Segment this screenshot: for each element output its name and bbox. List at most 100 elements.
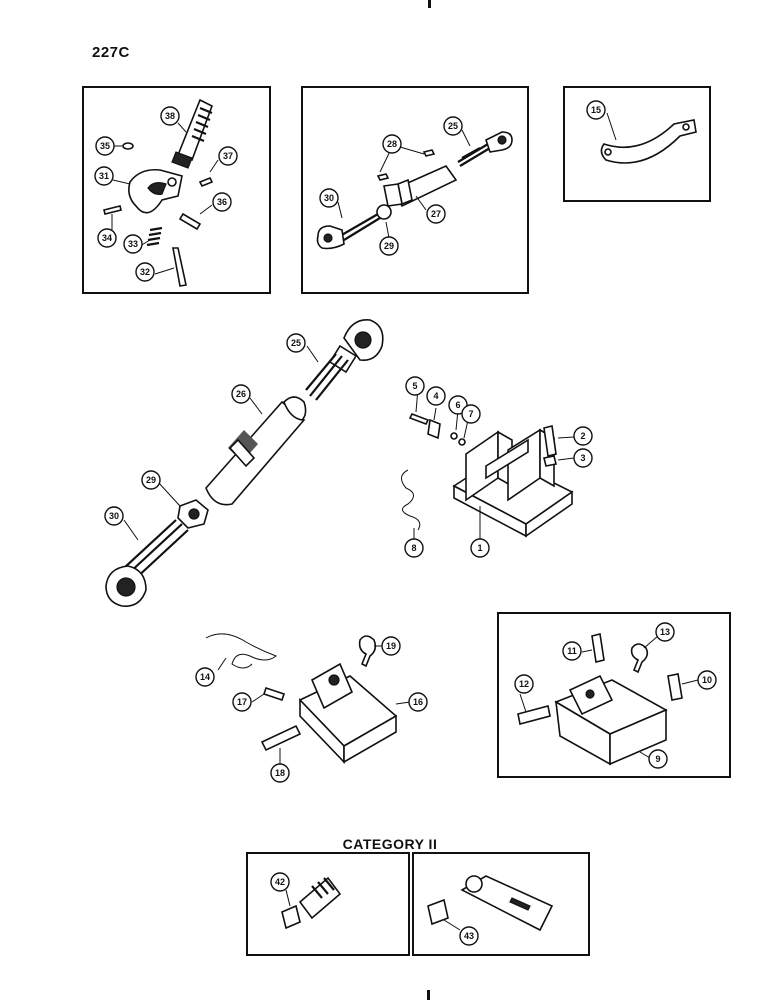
part-32-plunger bbox=[172, 247, 187, 287]
callout-33: 33 bbox=[123, 234, 143, 254]
page-code: 227C bbox=[92, 44, 130, 61]
callout-35: 35 bbox=[95, 136, 115, 156]
callout-43: 43 bbox=[459, 926, 479, 946]
svg-text:13: 13 bbox=[660, 627, 670, 637]
svg-text:27: 27 bbox=[431, 209, 441, 219]
part-18-pin bbox=[260, 724, 302, 752]
svg-text:14: 14 bbox=[200, 672, 210, 682]
svg-text:4: 4 bbox=[433, 391, 438, 401]
part-42-bushing bbox=[281, 876, 342, 930]
svg-text:30: 30 bbox=[324, 193, 334, 203]
svg-text:26: 26 bbox=[236, 389, 246, 399]
leader-lines bbox=[111, 112, 699, 931]
bottom-edge-mark bbox=[427, 990, 430, 1000]
callout-14: 14 bbox=[195, 667, 215, 687]
svg-text:18: 18 bbox=[275, 768, 285, 778]
svg-text:31: 31 bbox=[99, 171, 109, 181]
part-17-bolt bbox=[262, 686, 286, 702]
callout-18: 18 bbox=[270, 763, 290, 783]
part-6-washer bbox=[450, 432, 458, 440]
svg-text:36: 36 bbox=[217, 197, 227, 207]
svg-text:35: 35 bbox=[100, 141, 110, 151]
part-37-pin bbox=[198, 176, 214, 188]
svg-text:42: 42 bbox=[275, 877, 285, 887]
callout-30-large: 30 bbox=[104, 506, 124, 526]
callout-2: 2 bbox=[573, 426, 593, 446]
part-35-ring bbox=[122, 142, 134, 150]
callout-26: 26 bbox=[231, 384, 251, 404]
part-34-pin bbox=[103, 205, 122, 215]
part-15-strap bbox=[600, 119, 697, 164]
callout-3: 3 bbox=[573, 448, 593, 468]
callout-11: 11 bbox=[562, 641, 582, 661]
part-7-nut bbox=[458, 438, 466, 446]
callout-30-panel: 30 bbox=[319, 188, 339, 208]
part-25-end bbox=[457, 131, 513, 167]
svg-text:16: 16 bbox=[413, 697, 423, 707]
callout-5: 5 bbox=[405, 376, 425, 396]
part-28-pins bbox=[376, 149, 436, 181]
callout-29-large: 29 bbox=[141, 470, 161, 490]
part-3-nut bbox=[543, 455, 557, 467]
callout-25-panel: 25 bbox=[443, 116, 463, 136]
svg-text:12: 12 bbox=[519, 679, 529, 689]
callout-16: 16 bbox=[408, 692, 428, 712]
part-4-lock bbox=[427, 418, 441, 440]
svg-text:25: 25 bbox=[448, 121, 458, 131]
callout-28: 28 bbox=[382, 134, 402, 154]
callout-8: 8 bbox=[404, 538, 424, 558]
part-27-tube bbox=[383, 165, 458, 208]
part-36-pin bbox=[178, 212, 202, 231]
category-title: CATEGORY II bbox=[342, 836, 438, 852]
svg-text:10: 10 bbox=[702, 675, 712, 685]
svg-text:8: 8 bbox=[411, 543, 416, 553]
svg-text:28: 28 bbox=[387, 139, 397, 149]
svg-text:11: 11 bbox=[567, 646, 577, 656]
callout-19: 19 bbox=[381, 636, 401, 656]
part-26-tube bbox=[205, 396, 307, 506]
callout-36: 36 bbox=[212, 192, 232, 212]
callout-42: 42 bbox=[270, 872, 290, 892]
callout-29-panel: 29 bbox=[379, 236, 399, 256]
part-10-bolt bbox=[667, 673, 683, 701]
callout-13: 13 bbox=[655, 622, 675, 642]
callout-7: 7 bbox=[461, 404, 481, 424]
part-29-nut bbox=[376, 204, 392, 220]
callout-4: 4 bbox=[426, 386, 446, 406]
part-5-bolt bbox=[408, 412, 430, 426]
svg-text:29: 29 bbox=[384, 241, 394, 251]
svg-text:3: 3 bbox=[580, 453, 585, 463]
part-14-clip bbox=[205, 633, 277, 669]
part-43-bushing bbox=[427, 875, 554, 932]
top-edge-mark bbox=[428, 0, 431, 8]
callout-31: 31 bbox=[94, 166, 114, 186]
callout-10: 10 bbox=[697, 670, 717, 690]
callout-32: 32 bbox=[135, 262, 155, 282]
callout-34: 34 bbox=[97, 228, 117, 248]
part-9-bracket bbox=[554, 674, 668, 766]
svg-text:29: 29 bbox=[146, 475, 156, 485]
callout-17: 17 bbox=[232, 692, 252, 712]
svg-text:2: 2 bbox=[580, 431, 585, 441]
callout-9: 9 bbox=[648, 749, 668, 769]
part-11-bolt bbox=[591, 633, 605, 663]
callout-37: 37 bbox=[218, 146, 238, 166]
part-12-pin bbox=[517, 705, 551, 725]
callout-25-large: 25 bbox=[286, 333, 306, 353]
part-16-bracket bbox=[298, 662, 398, 764]
callout-1: 1 bbox=[470, 538, 490, 558]
part-8-clip bbox=[401, 469, 421, 531]
svg-text:17: 17 bbox=[237, 697, 247, 707]
callout-12: 12 bbox=[514, 674, 534, 694]
callout-38: 38 bbox=[160, 106, 180, 126]
callout-27: 27 bbox=[426, 204, 446, 224]
svg-text:33: 33 bbox=[128, 239, 138, 249]
part-30-large-end bbox=[105, 519, 189, 607]
part-2-bolt bbox=[543, 425, 557, 457]
part-29-large-nut bbox=[177, 499, 209, 529]
part-30-end bbox=[316, 213, 381, 250]
svg-text:19: 19 bbox=[386, 641, 396, 651]
part-31-hook bbox=[128, 168, 183, 214]
part-38-screw bbox=[171, 98, 213, 169]
